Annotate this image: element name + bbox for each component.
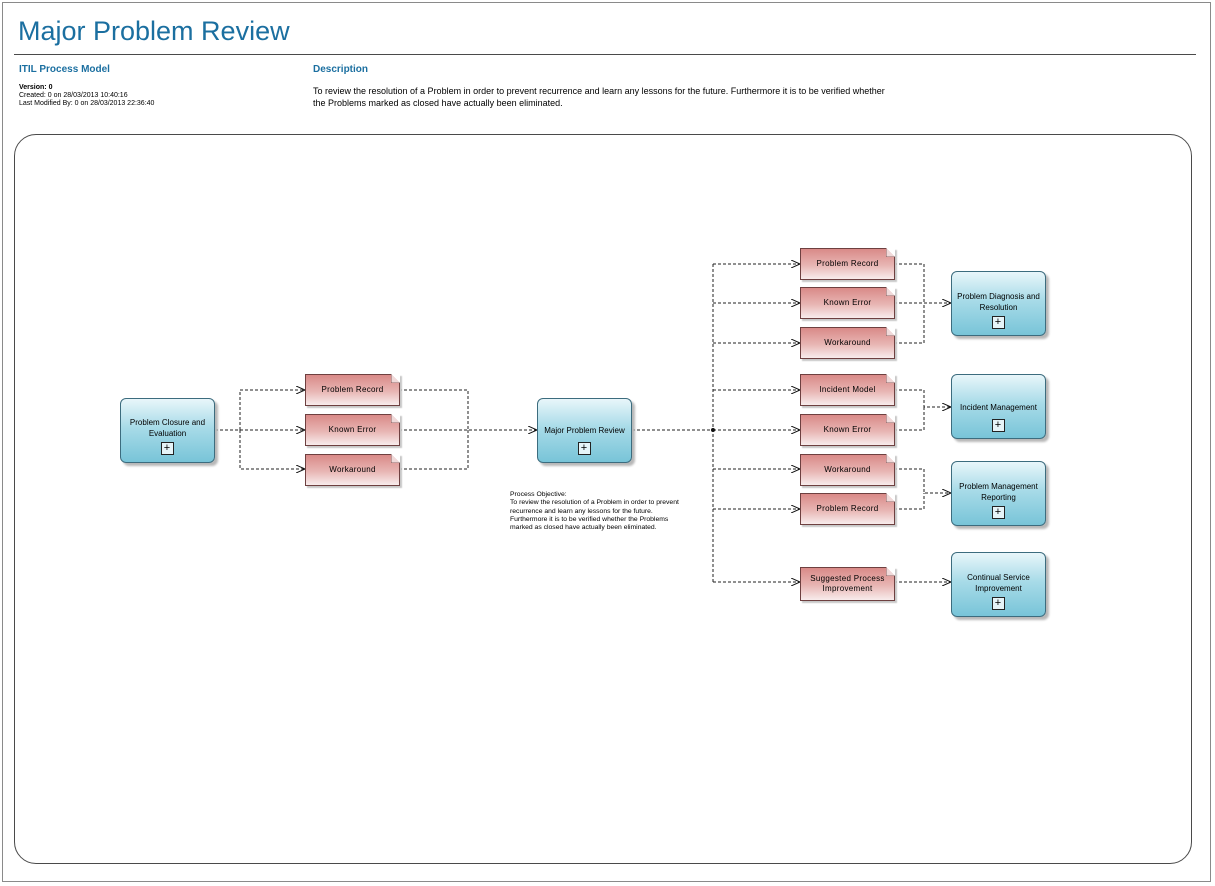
page-title: Major Problem Review (18, 16, 290, 46)
process-problem-management-reporting[interactable]: Problem Management Reporting + (951, 461, 1046, 526)
page-fold-icon (391, 374, 400, 383)
process-label: Major Problem Review (544, 426, 625, 435)
description-text: To review the resolution of a Problem in… (313, 86, 885, 108)
process-continual-service-improvement[interactable]: Continual Service Improvement + (951, 552, 1046, 617)
data-known-error-output-1[interactable]: Known Error (800, 287, 895, 319)
data-label: Incident Model (819, 385, 876, 394)
data-workaround-output-2[interactable]: Workaround (800, 454, 895, 486)
process-problem-diagnosis[interactable]: Problem Diagnosis and Resolution + (951, 271, 1046, 336)
expand-icon[interactable]: + (160, 442, 174, 455)
data-label: Known Error (823, 298, 872, 307)
data-label: Problem Record (816, 259, 879, 268)
connector-workaround-reporting (894, 468, 951, 493)
process-problem-closure[interactable]: Problem Closure and Evaluation + (120, 398, 215, 463)
data-label: Workaround (329, 465, 376, 474)
expand-icon[interactable]: + (991, 597, 1005, 610)
connector-incident-model-incident (894, 389, 951, 407)
data-known-error-input[interactable]: Known Error (305, 414, 400, 446)
data-suggested-improvement-output[interactable]: Suggested Process Improvement (800, 567, 895, 601)
page-fold-icon (886, 493, 895, 502)
connector-closure-problem-record (215, 390, 305, 431)
connector-known-error-incident (894, 407, 925, 431)
data-label: Problem Record (816, 504, 879, 513)
data-workaround-output-1[interactable]: Workaround (800, 327, 895, 359)
data-label: Suggested Process Improvement (810, 574, 885, 593)
connector-problem-record-review (399, 389, 469, 430)
data-incident-model-output[interactable]: Incident Model (800, 374, 895, 406)
title-divider (14, 54, 1196, 55)
process-label: Problem Management Reporting (959, 482, 1038, 502)
expand-icon[interactable]: + (991, 419, 1005, 432)
version-text: Version: 0 (19, 84, 53, 91)
process-label: Problem Diagnosis and Resolution (957, 292, 1040, 312)
data-label: Workaround (824, 465, 871, 474)
data-label: Known Error (328, 425, 377, 434)
data-label: Problem Record (321, 385, 384, 394)
page-fold-icon (886, 327, 895, 336)
connector-problem-record-reporting (894, 493, 925, 510)
connector-closure-workaround (239, 430, 305, 469)
diagram-canvas (14, 134, 1192, 864)
note-heading: Process Objective: (510, 491, 567, 498)
metadata-block: Version: 0 Created: 0 on 28/03/2013 10:4… (19, 84, 154, 108)
note-text: To review the resolution of a Problem in… (510, 499, 679, 532)
process-label: Continual Service Improvement (967, 573, 1030, 593)
process-major-problem-review[interactable]: Major Problem Review + (537, 398, 632, 463)
process-incident-management[interactable]: Incident Management + (951, 374, 1046, 439)
page-fold-icon (391, 414, 400, 423)
process-label: Incident Management (960, 403, 1037, 412)
data-known-error-output-2[interactable]: Known Error (800, 414, 895, 446)
page-fold-icon (886, 248, 895, 257)
model-heading: ITIL Process Model (19, 64, 110, 75)
page-fold-icon (886, 454, 895, 463)
description-heading: Description (313, 64, 369, 75)
data-label: Known Error (823, 425, 872, 434)
data-label: Workaround (824, 338, 871, 347)
connector-workaround-diagnosis (894, 303, 925, 344)
data-workaround-input[interactable]: Workaround (305, 454, 400, 486)
expand-icon[interactable]: + (991, 506, 1005, 519)
process-label: Problem Closure and Evaluation (129, 418, 206, 438)
bus-junction-dot (711, 428, 715, 432)
expand-icon[interactable]: + (577, 442, 591, 455)
page-fold-icon (391, 454, 400, 463)
data-problem-record-output-1[interactable]: Problem Record (800, 248, 895, 280)
page-fold-icon (886, 374, 895, 383)
page-fold-icon (886, 567, 895, 576)
modified-text: Last Modified By: 0 on 28/03/2013 22:36:… (19, 100, 155, 107)
connector-workaround-review (399, 430, 469, 470)
connector-problem-record-diagnosis (894, 263, 925, 303)
expand-icon[interactable]: + (991, 316, 1005, 329)
created-text: Created: 0 on 28/03/2013 10:40:16 (19, 92, 128, 99)
data-problem-record-output-2[interactable]: Problem Record (800, 493, 895, 525)
data-problem-record-input[interactable]: Problem Record (305, 374, 400, 406)
page-fold-icon (886, 287, 895, 296)
page-fold-icon (886, 414, 895, 423)
process-objective-note: Process Objective: To review the resolut… (510, 491, 680, 532)
